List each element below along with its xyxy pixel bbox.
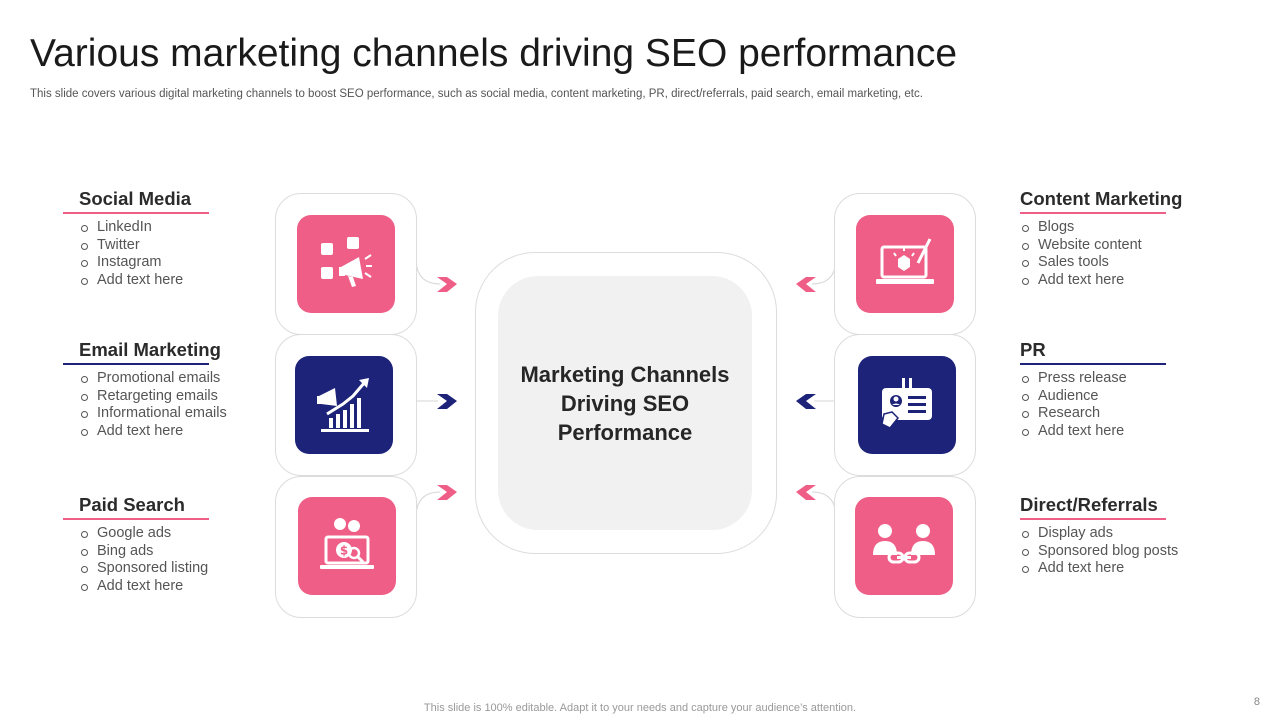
list-item: Display ads (1020, 525, 1260, 543)
channel-email-marketing: Email Marketing Promotional emails Retar… (63, 339, 303, 440)
list-item: Instagram (79, 254, 303, 272)
arrow-right-paid (437, 485, 457, 500)
channel-social-media: Social Media LinkedIn Twitter Instagram … (63, 188, 303, 289)
channel-list: Press release Audience Research Add text… (1020, 370, 1260, 440)
channel-heading: Direct/Referrals (1020, 494, 1158, 515)
channel-heading: Email Marketing (79, 339, 221, 360)
list-item: Add text here (1020, 560, 1260, 578)
list-item: Google ads (79, 525, 303, 543)
megaphone-growth-chart-icon (317, 378, 369, 432)
laptop-design-icon (876, 238, 934, 284)
channel-heading: Paid Search (79, 494, 185, 515)
list-item: Add text here (1020, 423, 1260, 441)
list-item: Website content (1020, 237, 1260, 255)
list-item: Add text here (79, 272, 303, 290)
megaphone-social-icon (321, 237, 372, 287)
slide-subtitle: This slide covers various digital market… (30, 88, 923, 100)
svg-text:$: $ (340, 544, 348, 558)
channel-list: LinkedIn Twitter Instagram Add text here (63, 219, 303, 289)
channel-list: Blogs Website content Sales tools Add te… (1020, 219, 1260, 289)
channel-direct-referrals: Direct/Referrals Display ads Sponsored b… (1020, 494, 1260, 578)
list-item: Retargeting emails (79, 388, 303, 406)
people-link-icon (873, 524, 935, 564)
channel-heading: PR (1020, 339, 1046, 360)
tile-pr (858, 356, 956, 454)
list-item: LinkedIn (79, 219, 303, 237)
list-item: Add text here (79, 578, 303, 596)
tile-content-marketing (856, 215, 954, 313)
heading-underline (1020, 363, 1166, 365)
channel-heading: Social Media (79, 188, 192, 209)
tile-email-marketing (295, 356, 393, 454)
heading-underline (63, 363, 209, 365)
channel-paid-search: Paid Search Google ads Bing ads Sponsore… (63, 494, 303, 595)
list-item: Sales tools (1020, 254, 1260, 272)
channel-pr: PR Press release Audience Research Add t… (1020, 339, 1260, 440)
channel-list: Promotional emails Retargeting emails In… (63, 370, 303, 440)
list-item: Research (1020, 405, 1260, 423)
id-badge-icon (881, 378, 932, 429)
list-item: Add text here (1020, 272, 1260, 290)
heading-underline (1020, 212, 1166, 214)
arrow-left-content (796, 277, 816, 292)
list-item: Informational emails (79, 405, 303, 423)
page-number: 8 (1253, 696, 1260, 708)
list-item: Bing ads (79, 543, 303, 561)
arrow-left-direct (796, 485, 816, 500)
arrow-right-email (437, 394, 457, 409)
tile-direct-referrals (855, 497, 953, 595)
channel-list: Display ads Sponsored blog posts Add tex… (1020, 525, 1260, 578)
list-item: Sponsored listing (79, 560, 303, 578)
center-label: Marketing Channels Driving SEO Performan… (520, 361, 730, 445)
list-item: Press release (1020, 370, 1260, 388)
heading-underline (63, 518, 209, 520)
heading-underline (63, 212, 209, 214)
footer-note: This slide is 100% editable. Adapt it to… (423, 702, 857, 714)
channel-content-marketing: Content Marketing Blogs Website content … (1020, 188, 1260, 289)
list-item: Audience (1020, 388, 1260, 406)
arrow-left-pr (796, 394, 816, 409)
laptop-dollar-search-icon: $ (320, 518, 374, 569)
tile-social-media (297, 215, 395, 313)
channel-list: Google ads Bing ads Sponsored listing Ad… (63, 525, 303, 595)
heading-underline (1020, 518, 1166, 520)
list-item: Twitter (79, 237, 303, 255)
channel-heading: Content Marketing (1020, 188, 1183, 209)
arrow-right-social (437, 277, 457, 292)
tile-paid-search: $ (298, 497, 396, 595)
center-box: Marketing Channels Driving SEO Performan… (498, 276, 752, 530)
list-item: Promotional emails (79, 370, 303, 388)
list-item: Sponsored blog posts (1020, 543, 1260, 561)
slide-title: Various marketing channels driving SEO p… (30, 32, 958, 75)
list-item: Add text here (79, 423, 303, 441)
list-item: Blogs (1020, 219, 1260, 237)
